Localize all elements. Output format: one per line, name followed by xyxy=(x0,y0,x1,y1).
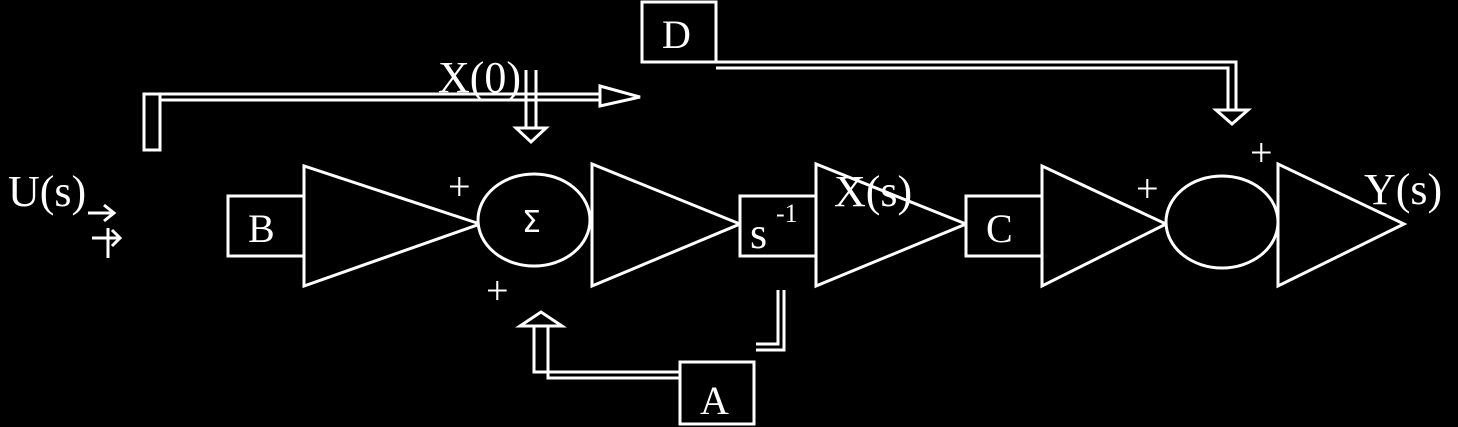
input-label: U(s) xyxy=(8,167,86,216)
feedback-corner xyxy=(756,290,786,352)
gain-c-triangle xyxy=(1040,163,1170,289)
block-d xyxy=(640,0,718,64)
state-label: X(s) xyxy=(834,167,912,216)
state-triangle xyxy=(814,161,970,289)
summer-1 xyxy=(476,172,592,268)
feedthrough-path xyxy=(716,60,1238,110)
summer-2-sign-left: + xyxy=(1136,166,1159,211)
summer-2-sign-top: + xyxy=(1250,130,1273,175)
block-b-label: B xyxy=(248,206,275,251)
integrator-exponent: -1 xyxy=(776,199,798,228)
feedback-arrow-icon xyxy=(515,310,567,328)
summer-1-symbol: Σ xyxy=(522,205,541,240)
integrator-label: s xyxy=(750,209,767,258)
output-label: Y(s) xyxy=(1364,165,1442,214)
initial-state-arrow-icon xyxy=(512,70,550,145)
block-c xyxy=(964,194,1044,258)
summer-1-sign-left: + xyxy=(448,164,471,209)
gain-b-triangle xyxy=(302,163,485,289)
block-a xyxy=(678,360,756,426)
feedthrough-arrow-icon xyxy=(1212,108,1252,126)
block-a-label: A xyxy=(700,378,729,423)
block-d-label: D xyxy=(662,12,691,57)
block-b xyxy=(226,194,306,258)
output-triangle xyxy=(1276,161,1408,289)
summer-1-sign-bottom: + xyxy=(486,268,509,313)
initial-state-label: X(0) xyxy=(438,53,521,102)
forward-triangle xyxy=(590,161,744,289)
direct-path-stub xyxy=(142,92,162,152)
summer-2 xyxy=(1164,174,1280,270)
block-c-label: C xyxy=(986,206,1013,251)
direct-path-arrow-icon xyxy=(160,84,641,108)
feedback-path xyxy=(532,326,680,380)
input-arrow-icon xyxy=(88,203,123,258)
